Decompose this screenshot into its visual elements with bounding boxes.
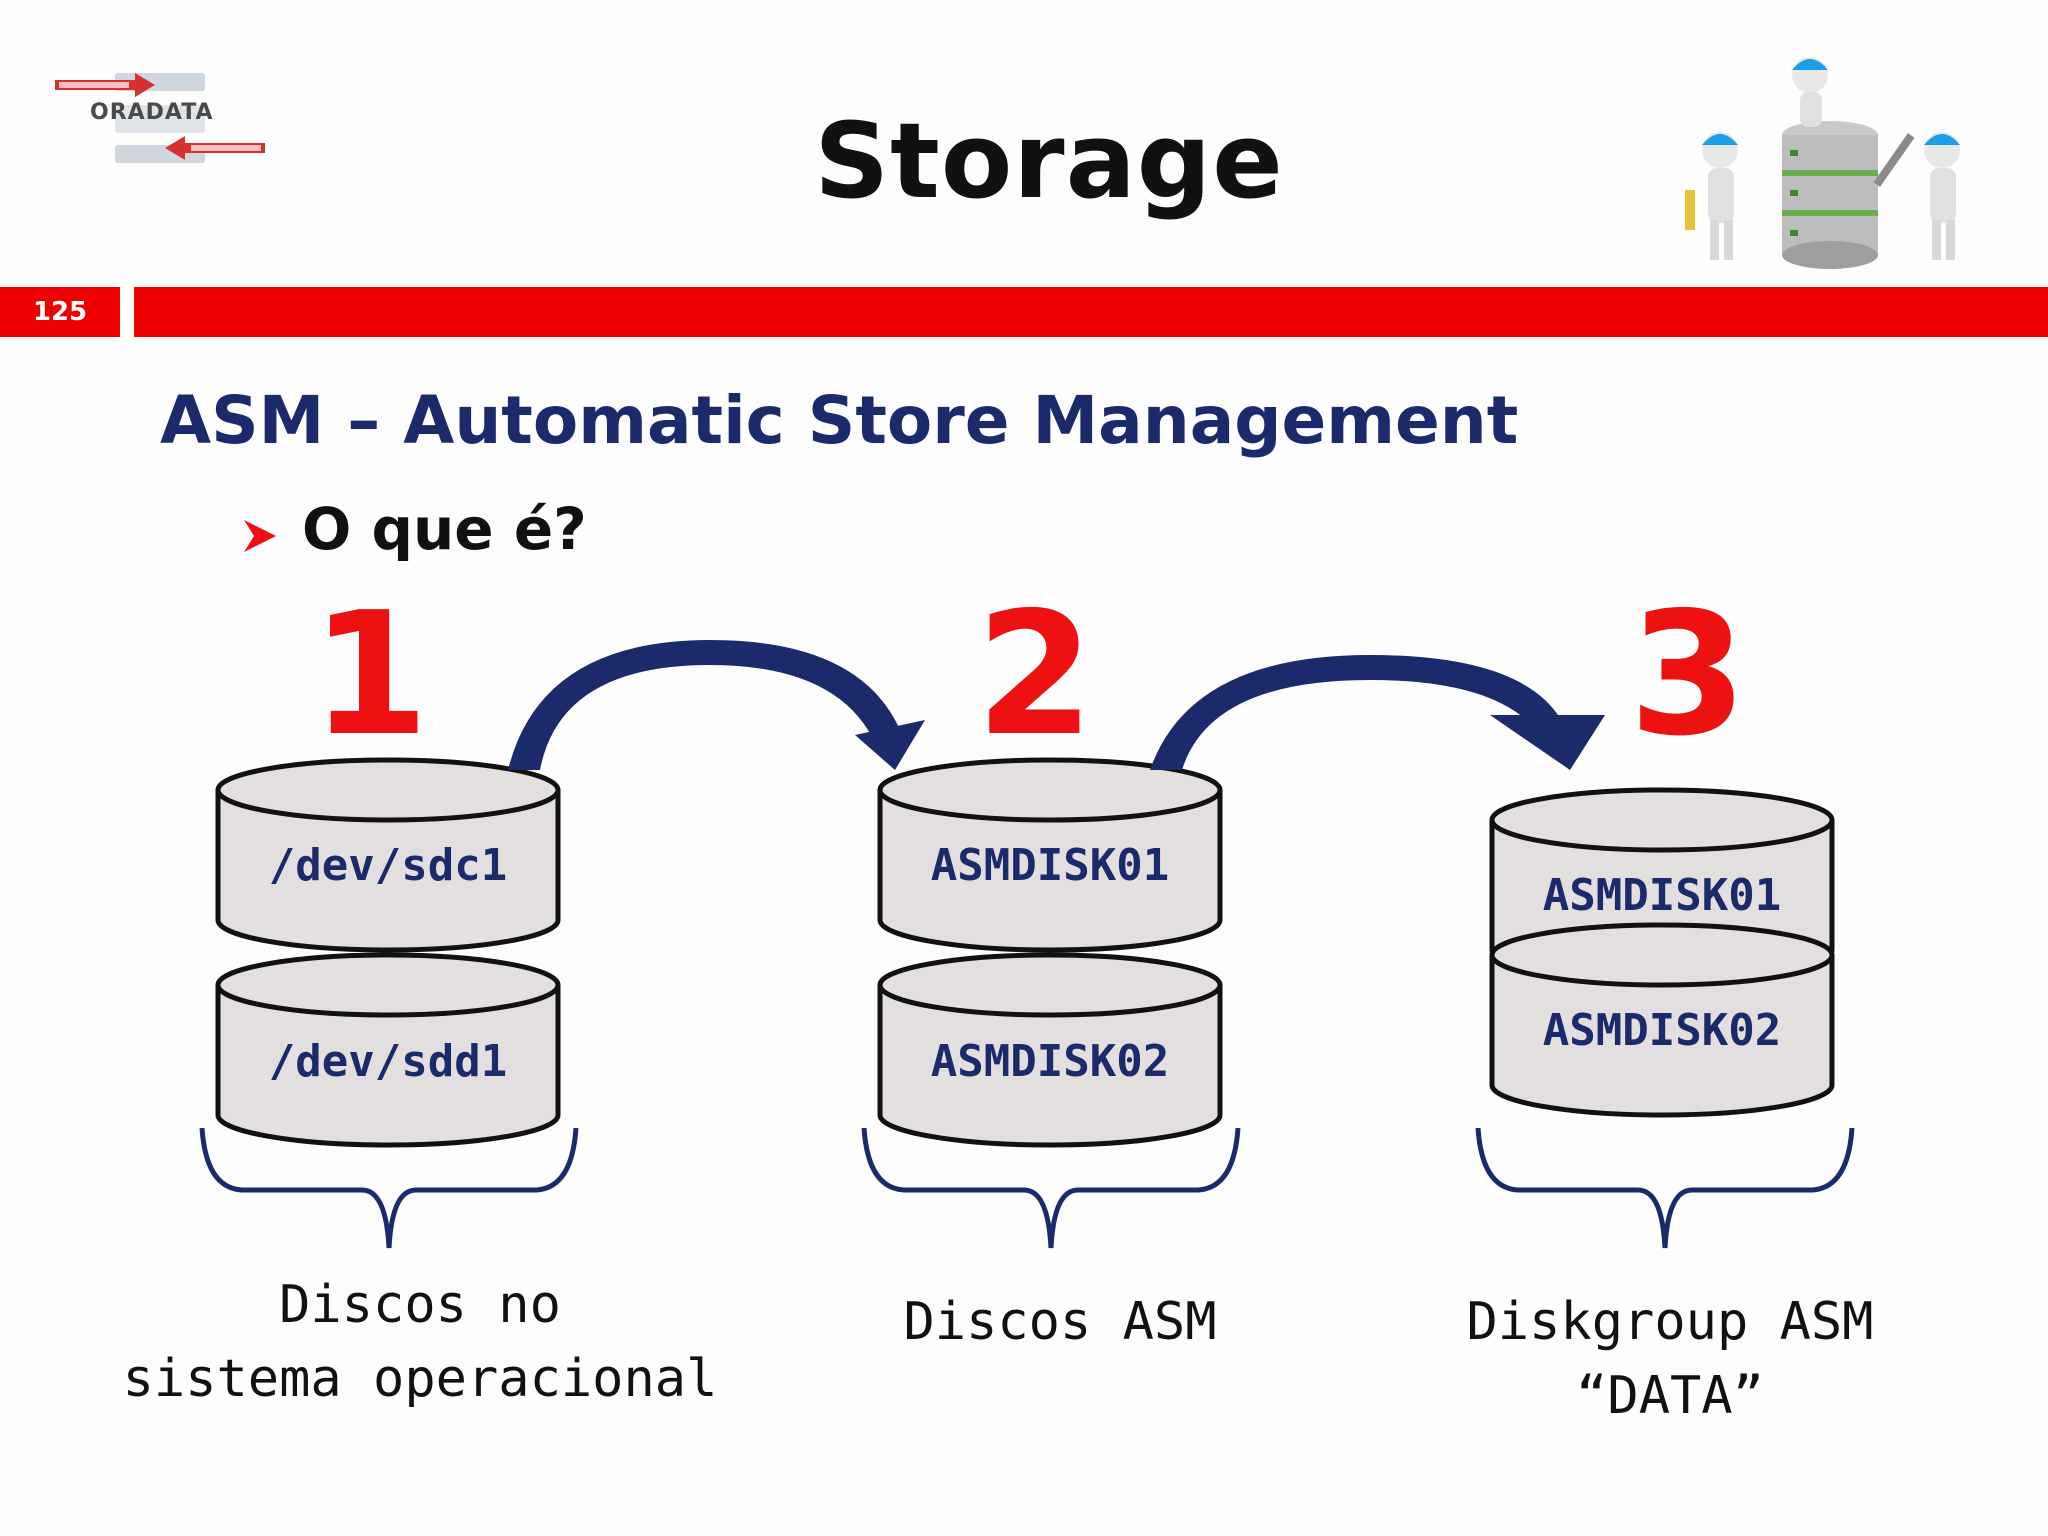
disk-label: ASMDISK01: [1542, 870, 1782, 921]
step-number-2: 2: [975, 576, 1095, 774]
disk-label: /dev/sdd1: [268, 1036, 508, 1087]
disk-label: ASMDISK01: [930, 840, 1170, 891]
caption-line: “DATA”: [1576, 1366, 1764, 1426]
disk-label: ASMDISK02: [1542, 1005, 1782, 1056]
caption-step-3: Diskgroup ASM “DATA”: [1400, 1285, 1940, 1433]
caption-step-1: Discos no sistema operacional: [60, 1268, 780, 1416]
slide-number: 125: [32, 297, 88, 327]
disk-label: /dev/sdc1: [268, 840, 508, 891]
page-title: Storage: [814, 100, 1284, 222]
caption-line: Discos no: [279, 1275, 561, 1335]
oradata-logo: [55, 73, 265, 163]
caption-line: sistema operacional: [122, 1349, 718, 1409]
disk-label: ASMDISK02: [930, 1036, 1170, 1087]
logo-text: ORADATA: [90, 100, 214, 125]
slide-number-bar: [0, 287, 120, 337]
header-divider-bar: [134, 287, 2048, 337]
caption-line: Diskgroup ASM: [1466, 1292, 1874, 1352]
step-number-3: 3: [1628, 576, 1748, 774]
bullet-text: O que é?: [302, 495, 587, 563]
brace-icon: [1478, 1128, 1852, 1248]
caption-step-2: Discos ASM: [810, 1285, 1310, 1359]
construction-team-illustration: [1685, 57, 1960, 269]
section-heading: ASM – Automatic Store Management: [160, 382, 1519, 459]
step-number-1: 1: [310, 576, 430, 774]
bullet-arrow-icon: [244, 520, 276, 552]
curved-arrow-icon: [1150, 655, 1605, 770]
curved-arrow-icon: [508, 640, 925, 770]
caption-line: Discos ASM: [903, 1292, 1217, 1352]
